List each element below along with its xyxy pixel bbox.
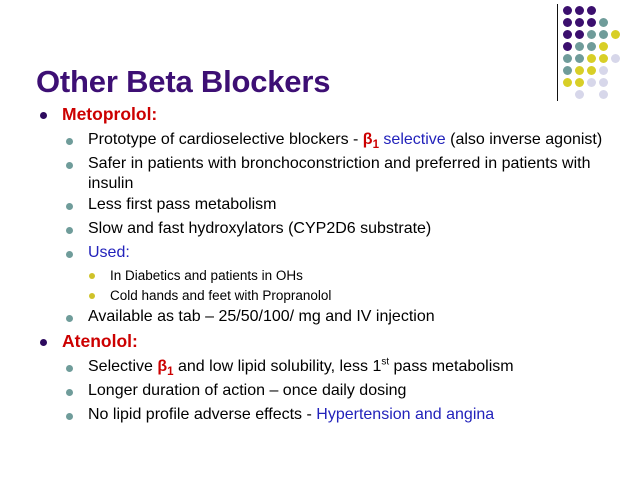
page-title: Other Beta Blockers bbox=[36, 63, 331, 99]
decoration-dot bbox=[587, 54, 596, 63]
bullet-point-icon bbox=[66, 250, 73, 258]
bullet-hydroxylators: Slow and fast hydroxylators (CYP2D6 subs… bbox=[0, 219, 638, 243]
decoration-dot bbox=[575, 54, 584, 63]
bullet-point-icon bbox=[66, 162, 73, 169]
dot-grid-icon bbox=[563, 6, 633, 101]
bullet-point-icon bbox=[66, 202, 73, 210]
decoration-dot bbox=[599, 42, 608, 51]
decoration-dot bbox=[587, 18, 596, 27]
decoration-dot bbox=[611, 30, 620, 39]
bullet-longer-duration-label: Longer duration of action – once daily d… bbox=[88, 381, 407, 399]
decoration-dot bbox=[575, 42, 584, 51]
bullet-used: Used: bbox=[0, 243, 638, 267]
decoration-dot bbox=[575, 90, 584, 99]
decoration-dot bbox=[563, 66, 572, 75]
decoration-dot bbox=[611, 54, 620, 63]
decoration-dot bbox=[563, 18, 572, 27]
decoration-dot bbox=[599, 78, 608, 87]
bullet-point-icon bbox=[66, 412, 73, 420]
bullet-point-icon bbox=[66, 138, 73, 145]
decoration-dot bbox=[599, 30, 608, 39]
bullet-in-diabetics-label: In Diabetics and patients in OHs bbox=[110, 267, 303, 283]
bullet-selective-beta1-label: Selective β1 and low lipid solubility, l… bbox=[88, 356, 514, 379]
decoration-dot bbox=[563, 42, 572, 51]
bullet-selective-beta1: Selective β1 and low lipid solubility, l… bbox=[0, 357, 638, 381]
slide-body-outline: Metoprolol: Prototype of cardioselective … bbox=[0, 104, 638, 429]
bullet-cold-hands-feet: Cold hands and feet with Propranolol bbox=[0, 287, 638, 307]
bullet-point-icon bbox=[89, 272, 95, 279]
bullet-available-as-tab-label: Available as tab – 25/50/100/ mg and IV … bbox=[88, 307, 435, 325]
decoration-dot bbox=[587, 78, 596, 87]
decoration-dot bbox=[563, 54, 572, 63]
decoration-dot bbox=[587, 66, 596, 75]
bullet-in-diabetics: In Diabetics and patients in OHs bbox=[0, 267, 638, 287]
decoration-dot bbox=[599, 66, 608, 75]
decoration-dot bbox=[575, 30, 584, 39]
decoration-dot bbox=[575, 6, 584, 15]
bullet-less-first-pass-label: Less first pass metabolism bbox=[88, 195, 277, 213]
bullet-metoprolol: Metoprolol: bbox=[0, 104, 638, 129]
bullet-point-icon bbox=[40, 338, 47, 346]
decoration-dot bbox=[563, 78, 572, 87]
bullet-prototype-cardioselective: Prototype of cardioselective blockers - … bbox=[0, 130, 638, 154]
bullet-point-icon bbox=[66, 364, 73, 372]
logo-decoration bbox=[548, 0, 638, 110]
decoration-dot bbox=[599, 18, 608, 27]
bullet-no-lipid-profile: No lipid profile adverse effects - Hyper… bbox=[0, 405, 638, 429]
bullet-atenolol-label: Atenolol: bbox=[62, 330, 138, 351]
bullet-point-icon bbox=[40, 112, 47, 119]
bullet-point-icon bbox=[66, 388, 73, 396]
bullet-hydroxylators-label: Slow and fast hydroxylators (CYP2D6 subs… bbox=[88, 219, 432, 237]
decoration-dot bbox=[587, 6, 596, 15]
bullet-point-icon bbox=[66, 226, 73, 234]
bullet-available-as-tab: Available as tab – 25/50/100/ mg and IV … bbox=[0, 307, 638, 331]
decoration-dot bbox=[599, 54, 608, 63]
decoration-dot bbox=[587, 42, 596, 51]
bullet-prototype-cardioselective-label: Prototype of cardioselective blockers - … bbox=[88, 131, 603, 152]
bullet-safer-bronchoconstriction-label: Safer in patients with bronchoconstricti… bbox=[88, 155, 591, 193]
logo-vertical-rule bbox=[557, 4, 558, 101]
decoration-dot bbox=[563, 30, 572, 39]
decoration-dot bbox=[599, 90, 608, 99]
decoration-dot bbox=[575, 78, 584, 87]
bullet-safer-bronchoconstriction: Safer in patients with bronchoconstricti… bbox=[0, 154, 638, 195]
bullet-no-lipid-profile-label: No lipid profile adverse effects - Hyper… bbox=[88, 405, 495, 423]
decoration-dot bbox=[587, 30, 596, 39]
bullet-less-first-pass: Less first pass metabolism bbox=[0, 195, 638, 219]
bullet-cold-hands-feet-label: Cold hands and feet with Propranolol bbox=[110, 287, 332, 303]
decoration-dot bbox=[575, 18, 584, 27]
bullet-longer-duration: Longer duration of action – once daily d… bbox=[0, 381, 638, 405]
bullet-used-label: Used: bbox=[88, 243, 130, 261]
bullet-metoprolol-label: Metoprolol: bbox=[62, 104, 158, 124]
decoration-dot bbox=[563, 6, 572, 15]
bullet-point-icon bbox=[66, 314, 73, 322]
bullet-atenolol: Atenolol: bbox=[0, 331, 638, 356]
decoration-dot bbox=[575, 66, 584, 75]
bullet-point-icon bbox=[89, 292, 95, 299]
